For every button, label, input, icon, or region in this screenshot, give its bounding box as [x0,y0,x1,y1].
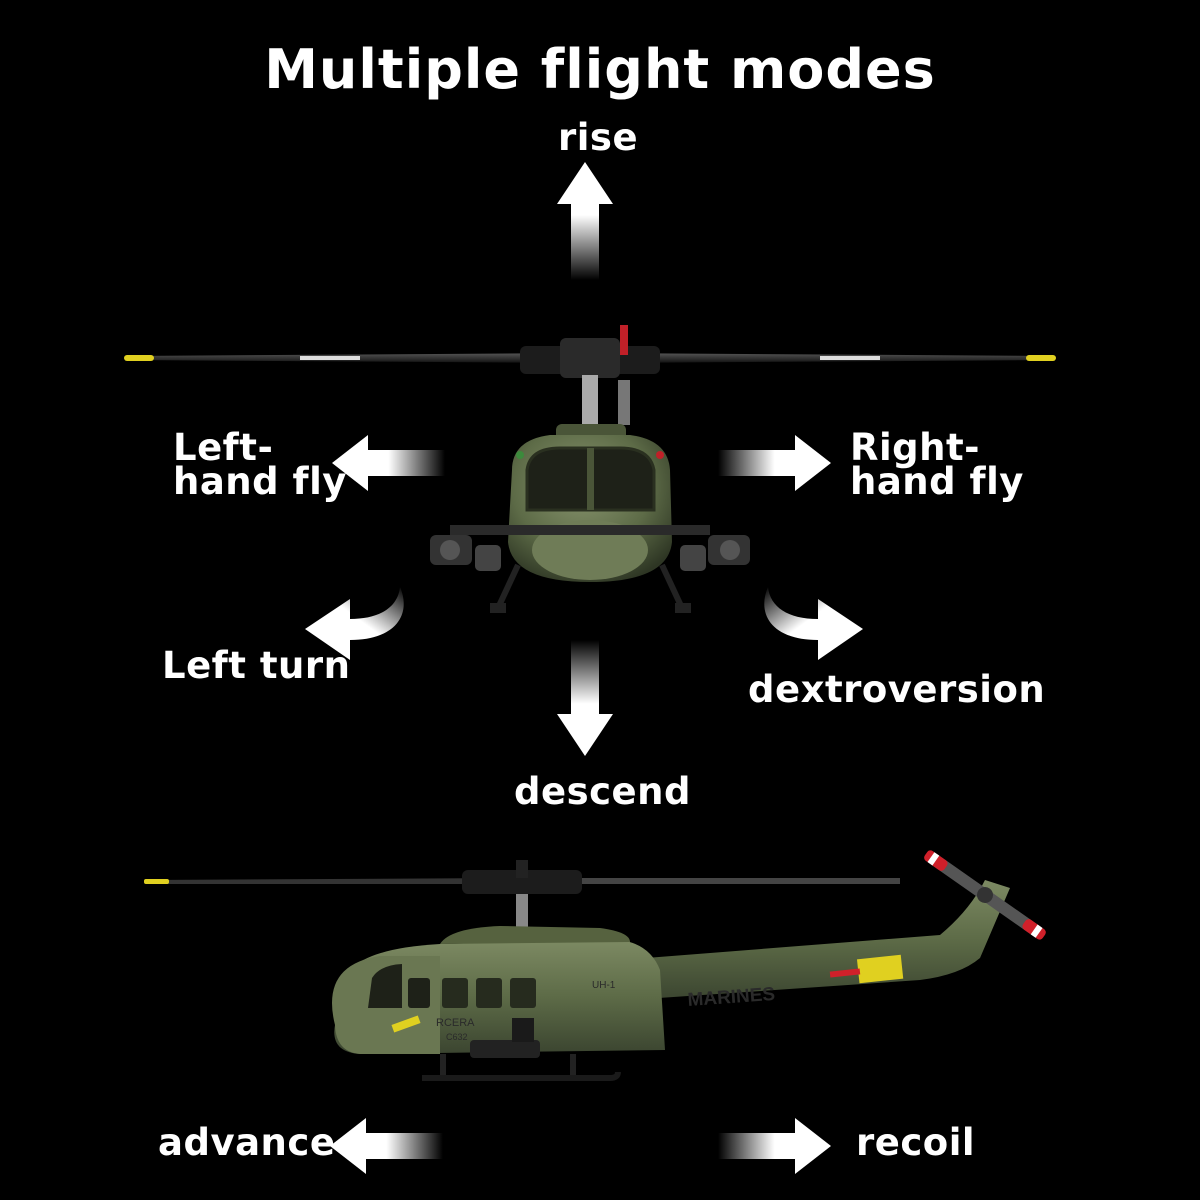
arrow-advance-icon [330,1118,443,1174]
helicopter-front-view-illustration [124,325,1056,613]
label-dextroversion: dextroversion [748,668,1046,711]
label-descend: descend [514,770,691,813]
label-recoil: recoil [856,1121,976,1164]
label-right-hand-fly-line1: Right- [850,426,981,469]
model-code-marking: C632 [446,1032,468,1042]
label-rise: rise [558,116,639,159]
arrow-left-icon [332,435,445,491]
brand-marking: RCERA [436,1017,475,1029]
label-advance: advance [158,1121,336,1164]
label-left-turn: Left turn [162,644,351,687]
helicopter-side-view-illustration: RCERA C632 UH-1 MARINES [144,850,1046,1081]
label-left-hand-fly-line2: hand fly [173,460,347,503]
arrow-recoil-icon [718,1118,831,1174]
arrow-up-icon [557,162,613,280]
type-marking: UH-1 [592,980,616,991]
turn-right-arrow-icon [764,587,863,660]
page-title: Multiple flight modes [264,38,936,101]
arrow-right-icon [718,435,831,491]
arrow-down-icon [557,640,613,756]
turn-left-arrow-icon [305,587,404,660]
label-right-hand-fly-line2: hand fly [850,460,1024,503]
label-left-hand-fly-line1: Left- [173,426,274,469]
